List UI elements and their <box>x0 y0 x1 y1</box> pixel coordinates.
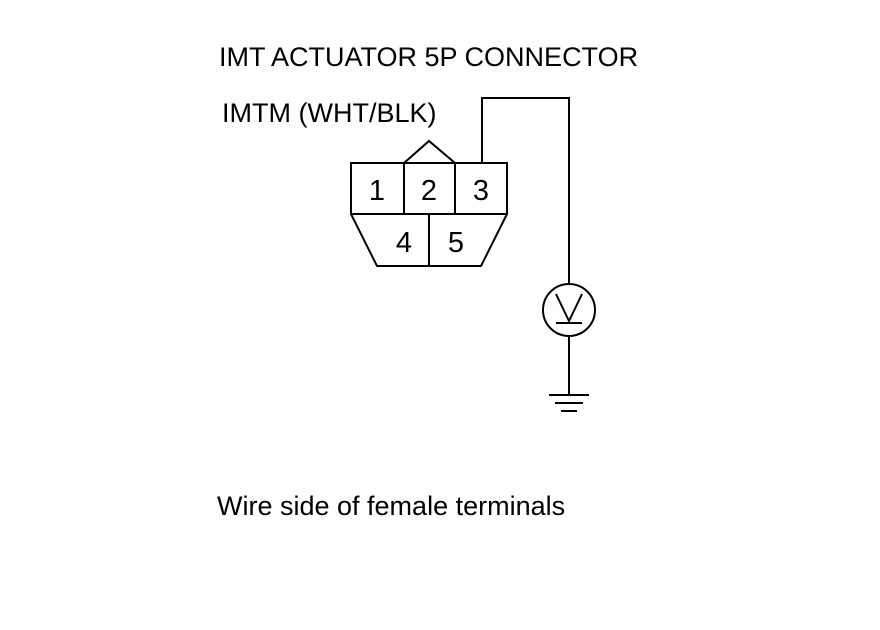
connector-lock-tab <box>403 139 456 164</box>
ground-icon <box>549 394 589 412</box>
probe-wire <box>481 97 570 284</box>
pin-label-1: 1 <box>369 175 385 207</box>
voltmeter-icon <box>542 283 596 337</box>
pin-label-5: 5 <box>448 227 464 259</box>
diagram-title: IMT ACTUATOR 5P CONNECTOR <box>219 42 638 72</box>
diagram-caption: Wire side of female terminals <box>217 491 565 521</box>
pin-label-2: 2 <box>421 175 437 207</box>
connector-5p: 1 2 3 4 5 <box>350 139 508 267</box>
pin-label-3: 3 <box>473 175 489 207</box>
wire-label: IMTM (WHT/BLK) <box>222 98 436 128</box>
pin-label-4: 4 <box>396 227 412 259</box>
